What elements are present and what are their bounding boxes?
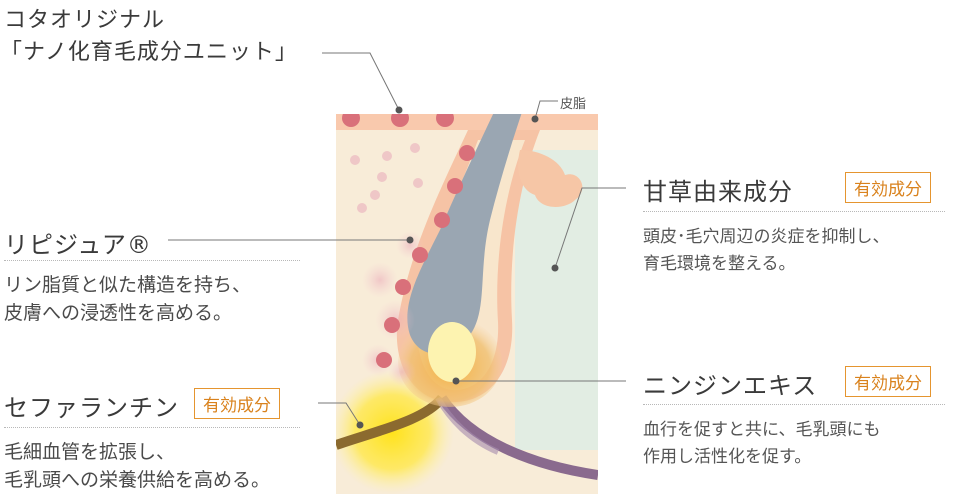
licorice-desc-2: 育毛環境を整える。 [643, 254, 796, 274]
nano-dot [391, 114, 409, 127]
nano-dot [376, 352, 392, 368]
capillary-right [437, 395, 598, 480]
lipidure-divider [4, 260, 300, 261]
cepharanthine-active-badge: 有効成分 [194, 388, 280, 419]
licorice-title: 甘草由来成分 [643, 178, 793, 206]
ginseng-title: ニンジンエキス [643, 372, 818, 400]
dermal-papilla [428, 322, 476, 382]
cepharanthine-desc-2: 毛乳頭への栄養供給を高める。 [4, 469, 271, 491]
ginseng-desc-2: 作用し活性化を促す。 [643, 447, 812, 467]
lipidure-title: リピジュア® [4, 231, 152, 259]
nano-dot [384, 317, 400, 333]
nano-dot [434, 212, 450, 228]
ginseng-active-badge: 有効成分 [845, 366, 931, 397]
nano-dot [447, 178, 463, 194]
licorice-divider [643, 211, 945, 212]
cepharanthine-divider [4, 427, 300, 428]
nano-dot [436, 114, 454, 127]
sebaceous-gland [518, 150, 583, 207]
leader-cepharanthine [318, 402, 361, 426]
licorice-active-badge: 有効成分 [845, 172, 931, 203]
leader-unit [322, 52, 400, 111]
hair-shaft [407, 114, 522, 354]
epidermis-layer [336, 114, 598, 130]
unit-title-line1: コタオリジナル [4, 8, 166, 33]
leader-licorice [554, 187, 626, 269]
ginseng-desc-1: 血行を促すと共に、毛乳頭にも [643, 420, 881, 440]
cepharanthine-title: セファランチン [4, 394, 179, 422]
nano-dot [395, 279, 411, 295]
skin-sebum-label: 皮脂 [560, 97, 587, 112]
lipidure-desc-2: 皮膚への浸透性を高める。 [4, 302, 233, 324]
nano-dot [459, 145, 475, 161]
leader-skin [534, 100, 558, 120]
unit-title-line2: 「ナノ化育毛成分ユニット」 [0, 40, 298, 65]
nano-dot [412, 247, 428, 263]
cepharanthine-desc-1: 毛細血管を拡張し、 [4, 441, 176, 463]
ginseng-divider [643, 404, 945, 405]
lipidure-desc-1: リン脂質と似た構造を持ち、 [4, 274, 252, 296]
nano-dot [342, 114, 360, 127]
licorice-desc-1: 頭皮･毛穴周辺の炎症を抑制し、 [643, 227, 890, 247]
